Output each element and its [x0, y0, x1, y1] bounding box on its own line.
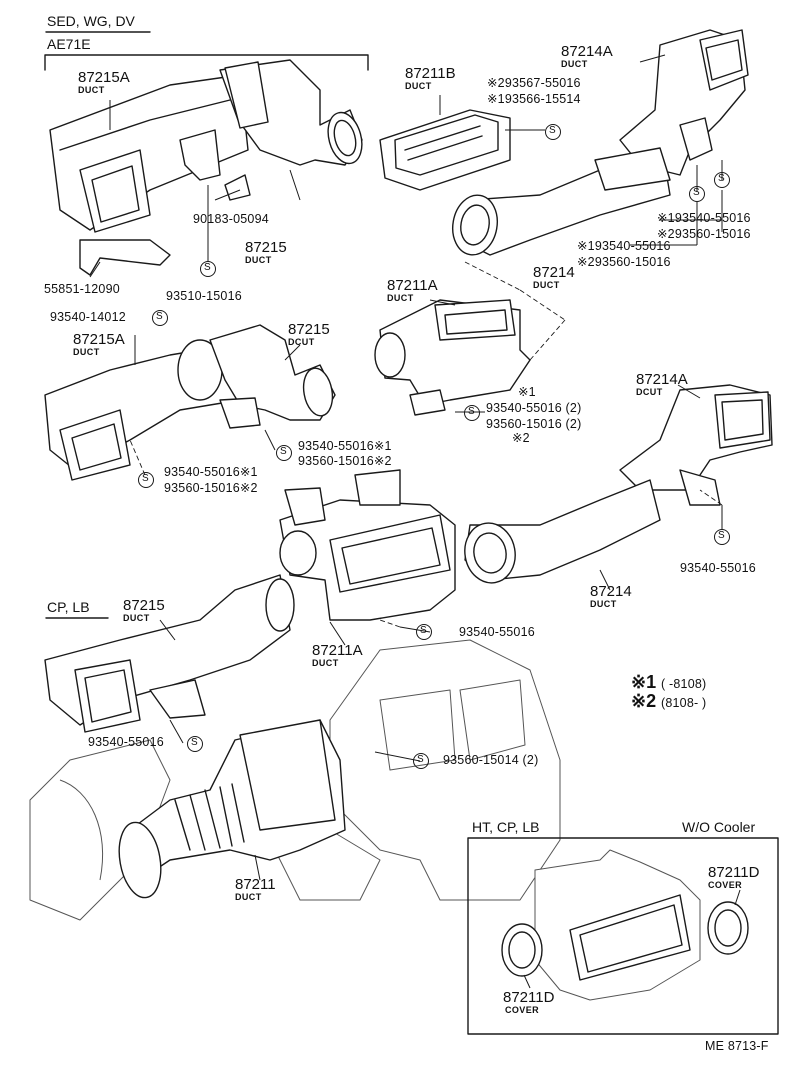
- heater-unit-background: [29, 639, 561, 921]
- part-name: DUCT: [561, 59, 588, 69]
- legend-range-2: (8108- ): [661, 696, 707, 710]
- screw-glyph: S: [420, 625, 427, 636]
- screw-glyph: S: [718, 530, 725, 541]
- part-number: 87211A: [312, 642, 363, 659]
- ref-number: 93540-55016※1: [298, 439, 392, 453]
- duct-87215-top: [219, 59, 363, 201]
- screw-symbols: [138, 124, 730, 769]
- screw-glyph: S: [693, 187, 700, 198]
- part-number: 87211: [235, 876, 276, 893]
- ref-number: ※1: [518, 385, 536, 399]
- part-number: 87211D: [503, 989, 555, 1006]
- duct-87214-mid: [464, 479, 661, 584]
- ref-number: ※193540-55016: [657, 211, 751, 225]
- ref-number: 93540-55016: [680, 561, 756, 575]
- part-name: DUCT: [235, 892, 262, 902]
- ref-number: 93560-15016※2: [164, 481, 258, 495]
- ref-number: 93540-55016※1: [164, 465, 258, 479]
- legend-mark-1: ※1: [631, 672, 657, 692]
- ref-number: ※193566-15514: [487, 92, 581, 106]
- part-number: 87211D: [708, 864, 760, 881]
- part-number: 87211B: [405, 65, 456, 82]
- part-name: DUCT: [73, 347, 100, 357]
- diagram-code: ME 8713-F: [705, 1039, 769, 1053]
- part-number: 87214A: [636, 371, 688, 388]
- ae71e-bracket: [44, 54, 369, 71]
- ref-number: ※2: [512, 431, 530, 445]
- ref-number: 55851-12090: [44, 282, 120, 296]
- screw-glyph: S: [204, 262, 211, 273]
- part-number: 87215: [245, 239, 287, 256]
- part-number: 87215: [288, 321, 330, 338]
- header-ae71e: AE71E: [47, 36, 91, 52]
- header-cp-lb: CP, LB: [47, 599, 90, 615]
- duct-87215-mid: [209, 324, 336, 429]
- ref-number: 93560-15016※2: [298, 454, 392, 468]
- ref-number: 93560-15014 (2): [443, 753, 539, 767]
- wo-cooler-inset-frame: [467, 837, 779, 1035]
- part-number: 87215A: [78, 69, 130, 86]
- part-number: 87215: [123, 597, 165, 614]
- wo-cooler-inset-artwork: [501, 849, 749, 1001]
- screw-glyph: S: [417, 754, 424, 765]
- part-number: 87214: [590, 583, 632, 600]
- legend-range-1: ( -8108): [661, 677, 707, 691]
- duct-87211A-mid: [374, 299, 531, 416]
- part-name: DUCT: [245, 255, 272, 265]
- part-name: DUCT: [123, 613, 150, 623]
- screw-glyph: S: [718, 173, 725, 184]
- part-number: 87215A: [73, 331, 125, 348]
- ref-number: 93540-55016 (2): [486, 401, 582, 415]
- duct-87214-top: [452, 147, 671, 256]
- duct-87211-bellows: [118, 719, 346, 899]
- header-sed-wg-dv: SED, WG, DV: [47, 13, 135, 29]
- ref-number: ※293560-15016: [577, 255, 671, 269]
- part-name: DUCT: [405, 81, 432, 91]
- ref-number: 93540-14012: [50, 310, 126, 324]
- ref-number: ※293567-55016: [487, 76, 581, 90]
- bracket-55851: [79, 239, 171, 276]
- screw-glyph: S: [280, 446, 287, 457]
- duct-87211A-low: [279, 469, 456, 621]
- part-name: DCUT: [636, 387, 663, 397]
- part-name: COVER: [708, 880, 743, 890]
- screw-glyph: S: [142, 473, 149, 484]
- part-number: 87214A: [561, 43, 613, 60]
- duct-87215A-mid: [44, 339, 241, 481]
- ref-number: 93560-15016 (2): [486, 417, 582, 431]
- duct-87214A-mid: [619, 384, 773, 506]
- screw-glyph: S: [549, 125, 556, 136]
- part-name: DUCT: [533, 280, 560, 290]
- ref-number: ※193540-55016: [577, 239, 671, 253]
- screw-glyph: S: [156, 311, 163, 322]
- screw-glyph: S: [191, 737, 198, 748]
- part-name: DUCT: [78, 85, 105, 95]
- duct-87214A-top: [619, 29, 749, 176]
- leader-lines: [89, 54, 741, 989]
- duct-87215A-top: [49, 74, 249, 233]
- ref-number: 93510-15016: [166, 289, 242, 303]
- ref-number: ※293560-15016: [657, 227, 751, 241]
- part-name: COVER: [505, 1005, 540, 1015]
- part-number: 87211A: [387, 277, 438, 294]
- ref-number: 93540-55016: [459, 625, 535, 639]
- part-name: DUCT: [590, 599, 617, 609]
- header-ht-cp-lb: HT, CP, LB: [472, 819, 540, 835]
- part-name: DUCT: [312, 658, 339, 668]
- part-name: DUCT: [387, 293, 414, 303]
- header-wo-cooler: W/O Cooler: [682, 819, 756, 835]
- part-name: DCUT: [288, 337, 315, 347]
- legend-mark-2: ※2: [631, 691, 657, 711]
- duct-87211B: [379, 109, 511, 191]
- screw-glyph: S: [468, 406, 475, 417]
- part-number: 87214: [533, 264, 575, 281]
- ref-number: 93540-55016: [88, 735, 164, 749]
- ref-number: 90183-05094: [193, 212, 269, 226]
- duct-87215-cp: [44, 574, 295, 733]
